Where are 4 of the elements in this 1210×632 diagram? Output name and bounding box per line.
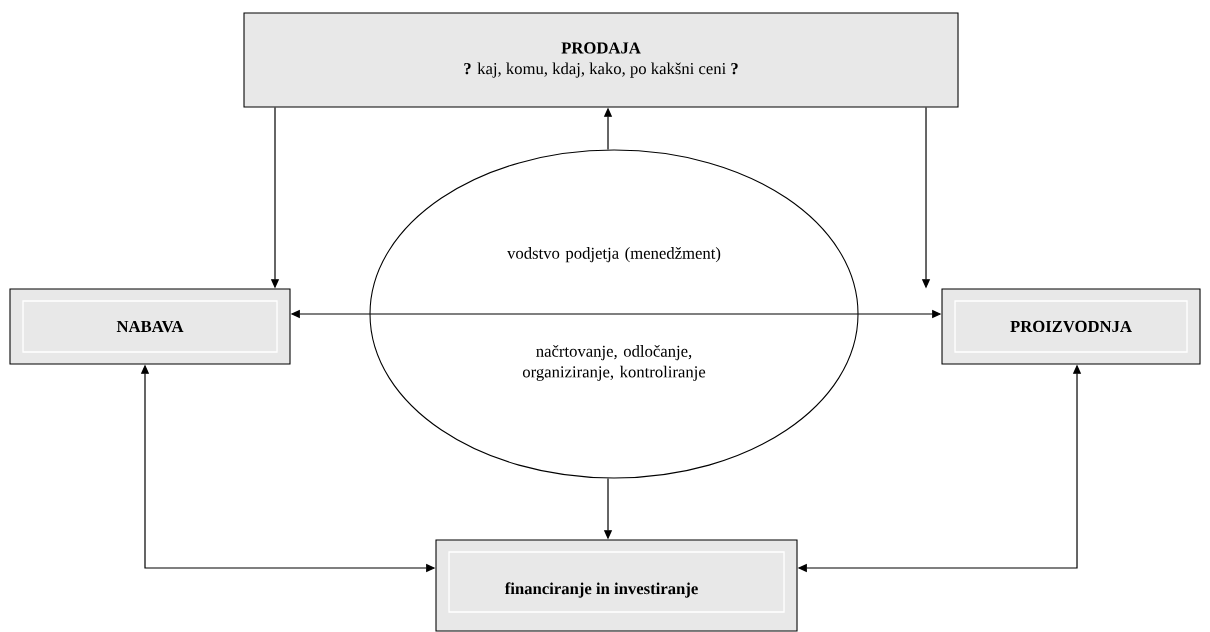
process-box: NABAVA — [9, 288, 291, 365]
process-box: PRODAJA ? kaj, komu, kdaj, kako, po kakšni ceni ? — [243, 12, 959, 108]
process-box: financiranje in investiranje — [435, 539, 798, 632]
process-box: PROIZVODNJA — [941, 288, 1201, 365]
